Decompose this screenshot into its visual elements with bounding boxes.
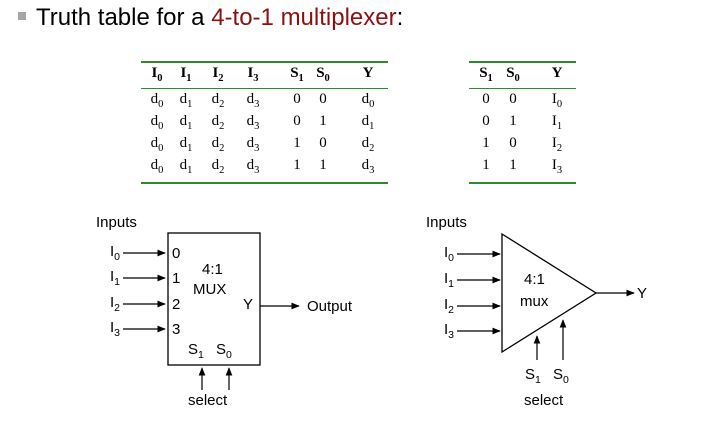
table1-cell-r3-c2: d2 (211, 157, 225, 176)
box-output-port: Y (243, 296, 254, 313)
table2-cell-r0-c2: I0 (551, 91, 563, 110)
table2-cell-r2-c1: 0 (509, 135, 517, 151)
tri-select-port-s1: S1 (525, 366, 541, 386)
table2-header-rule (469, 88, 576, 89)
box-input-label-0: I0 (110, 243, 121, 263)
title-accent: 4-to-1 multiplexer (211, 4, 397, 31)
table1-cell-r1-c1: d1 (179, 113, 193, 132)
table2-cell-r0-c0: 0 (482, 91, 490, 107)
tri-input-label-2: I2 (444, 296, 455, 316)
box-name-line1: 4:1 (202, 261, 223, 278)
slide-title: Truth table for a 4-to-1 multiplexer: (18, 4, 403, 32)
table2-cell-r3-c1: 1 (509, 157, 517, 173)
table1-cell-r3-c6: d3 (361, 157, 375, 176)
box-port-1: 1 (172, 270, 181, 287)
table2-cell-r2-c2: I2 (551, 135, 563, 154)
title-suffix: : (396, 4, 404, 31)
table1-cell-r2-c5: 0 (319, 135, 327, 151)
box-input-label-1: I1 (110, 268, 121, 288)
tri-select-label: select (524, 392, 564, 409)
tri-select-port-s0: S0 (553, 366, 569, 386)
title-prefix: Truth table for a (36, 4, 212, 31)
table1-header-6: Y (362, 65, 374, 81)
table1-header-3: I3 (247, 65, 259, 84)
table2-bottom-rule (469, 182, 576, 184)
bullet-icon (18, 11, 26, 20)
table1-cell-r2-c0: d0 (150, 135, 164, 154)
table2-header-1: S0 (506, 65, 520, 84)
table1-bottom-rule (141, 182, 388, 184)
table1-cell-r0-c6: d0 (361, 91, 375, 110)
table1-cell-r2-c4: 1 (293, 135, 301, 151)
tri-name-line1: 4:1 (524, 271, 545, 288)
table1-cell-r1-c5: 1 (319, 113, 327, 129)
mux-triangle (501, 232, 598, 354)
table1-cell-r3-c4: 1 (293, 157, 301, 173)
table1-cell-r2-c2: d2 (211, 135, 225, 154)
box-name-line2: MUX (193, 281, 227, 298)
box-port-0: 0 (172, 245, 181, 262)
table1-cell-r2-c3: d3 (246, 135, 260, 154)
table1-cell-r3-c3: d3 (246, 157, 260, 176)
box-port-3: 3 (172, 321, 181, 338)
box-select-label: select (188, 392, 228, 409)
table1-cell-r1-c2: d2 (211, 113, 225, 132)
table1-header-0: I0 (151, 65, 163, 84)
tri-input-label-3: I3 (444, 321, 455, 341)
box-output-label: Output (307, 298, 353, 315)
table1-header-5: S0 (316, 65, 330, 84)
box-select-port-s1: S1 (188, 341, 204, 361)
table2-cell-r3-c0: 1 (482, 157, 490, 173)
table1-cell-r0-c0: d0 (150, 91, 164, 110)
table1-cell-r1-c0: d0 (150, 113, 164, 132)
table2-cell-r1-c0: 0 (482, 113, 490, 129)
table1-cell-r2-c6: d2 (361, 135, 375, 154)
tri-input-label-1: I1 (444, 270, 455, 290)
table2-top-rule (469, 61, 576, 63)
tri-inputs-heading: Inputs (426, 214, 467, 231)
table1-header-2: I2 (212, 65, 224, 84)
table1-cell-r1-c3: d3 (246, 113, 260, 132)
table2-cell-r2-c0: 1 (482, 135, 490, 151)
table2-header-2: Y (551, 65, 563, 81)
box-input-label-2: I2 (110, 294, 121, 314)
box-select-port-s0: S0 (216, 341, 232, 361)
table1-cell-r3-c0: d0 (150, 157, 164, 176)
table2-cell-r3-c2: I3 (551, 157, 563, 176)
table2-cell-r1-c2: I1 (551, 113, 563, 132)
box-port-2: 2 (172, 296, 181, 313)
tri-output-label: Y (637, 285, 648, 302)
tri-input-label-0: I0 (444, 244, 455, 264)
table2-cell-r0-c1: 0 (509, 91, 517, 107)
table1-cell-r3-c1: d1 (179, 157, 193, 176)
table1-cell-r0-c3: d3 (246, 91, 260, 110)
box-inputs-heading: Inputs (96, 214, 137, 231)
table1-cell-r0-c4: 0 (293, 91, 301, 107)
table1-cell-r0-c5: 0 (319, 91, 327, 107)
table1-header-rule (141, 88, 388, 89)
mux-box (167, 232, 261, 366)
table1-top-rule (141, 61, 388, 63)
table1-header-4: S1 (290, 65, 304, 84)
box-input-label-3: I3 (110, 319, 121, 339)
table2-header-0: S1 (479, 65, 493, 84)
table1-cell-r1-c4: 0 (293, 113, 301, 129)
tri-name-line2: mux (520, 293, 549, 310)
table1-cell-r0-c1: d1 (179, 91, 193, 110)
table1-cell-r2-c1: d1 (179, 135, 193, 154)
table2-cell-r1-c1: 1 (509, 113, 517, 129)
table1-cell-r0-c2: d2 (211, 91, 225, 110)
table1-cell-r1-c6: d1 (361, 113, 375, 132)
table1-cell-r3-c5: 1 (319, 157, 327, 173)
table1-header-1: I1 (180, 65, 192, 84)
